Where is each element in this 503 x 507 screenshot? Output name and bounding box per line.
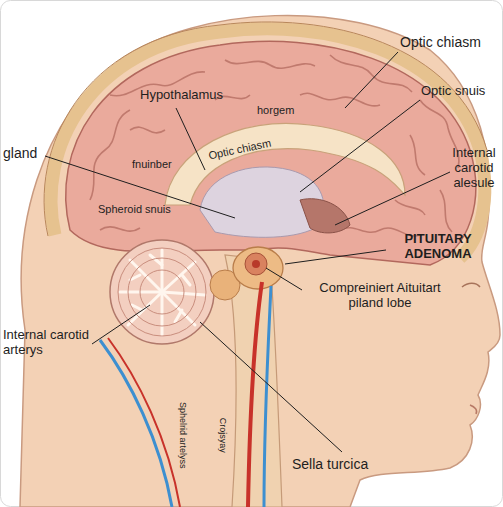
vessel-label: Sphelrid artelyss [178,402,188,469]
vein [100,340,172,507]
part-label: Optic chiasm [400,34,481,50]
cerebellum-folia [118,248,206,336]
arbor-vitae [120,250,205,335]
adenoma-core [252,260,260,268]
vein [264,286,271,507]
optic-region [300,199,350,233]
part-label: Compreiniert Aituitart piland lobe [305,281,455,311]
artery [248,282,262,507]
part-label: Spheroid snuis [98,203,171,216]
leader-lines [45,52,450,452]
part-label: gland [3,145,37,161]
lips [470,405,477,414]
part-label: Internal carotid alesule [448,146,500,191]
cerebellum [110,240,214,344]
part-label: Internal carotid arterys [3,328,98,358]
part-label: horgem [257,104,294,117]
head-profile [20,15,500,507]
eye [462,283,480,287]
part-label: fnuinber [132,158,172,171]
title-label: PITUITARY ADENOMA [388,232,488,262]
vessel-label: Crojsyay [217,418,227,453]
part-label: Hypothalamus [140,88,223,103]
artery [108,338,180,507]
pituitary-gland [233,247,283,289]
part-label: Optic snuis [421,84,485,99]
part-label: Sella turcica [292,456,368,472]
adenoma [245,253,267,275]
